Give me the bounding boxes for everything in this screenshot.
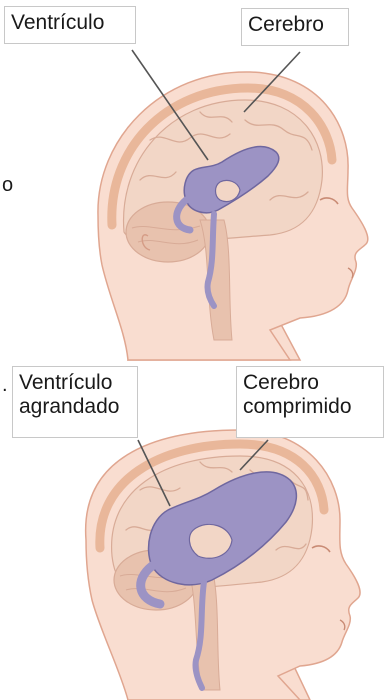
bottom-ventricle-label-line2: agrandado: [19, 395, 131, 419]
bottom-ventricle-label: Ventrículo agrandado: [12, 366, 138, 438]
bottom-brain-label-line2: comprimido: [243, 395, 377, 419]
bottom-panel-head: [86, 430, 360, 700]
top-brain-label-text: Cerebro: [248, 13, 324, 36]
bottom-brain-label-line1: Cerebro: [243, 371, 377, 395]
top-edge-fragment: o: [2, 174, 13, 196]
top-panel-head: [98, 72, 368, 360]
top-ventricle-label-text: Ventrículo: [11, 11, 104, 34]
bottom-ventricle-label-line1: Ventrículo: [19, 371, 131, 395]
top-brain-label: Cerebro: [241, 8, 349, 46]
bottom-edge-fragment: .: [2, 374, 8, 396]
bottom-brain-label: Cerebro comprimido: [236, 366, 384, 438]
top-ventricle-label: Ventrículo: [4, 6, 136, 44]
